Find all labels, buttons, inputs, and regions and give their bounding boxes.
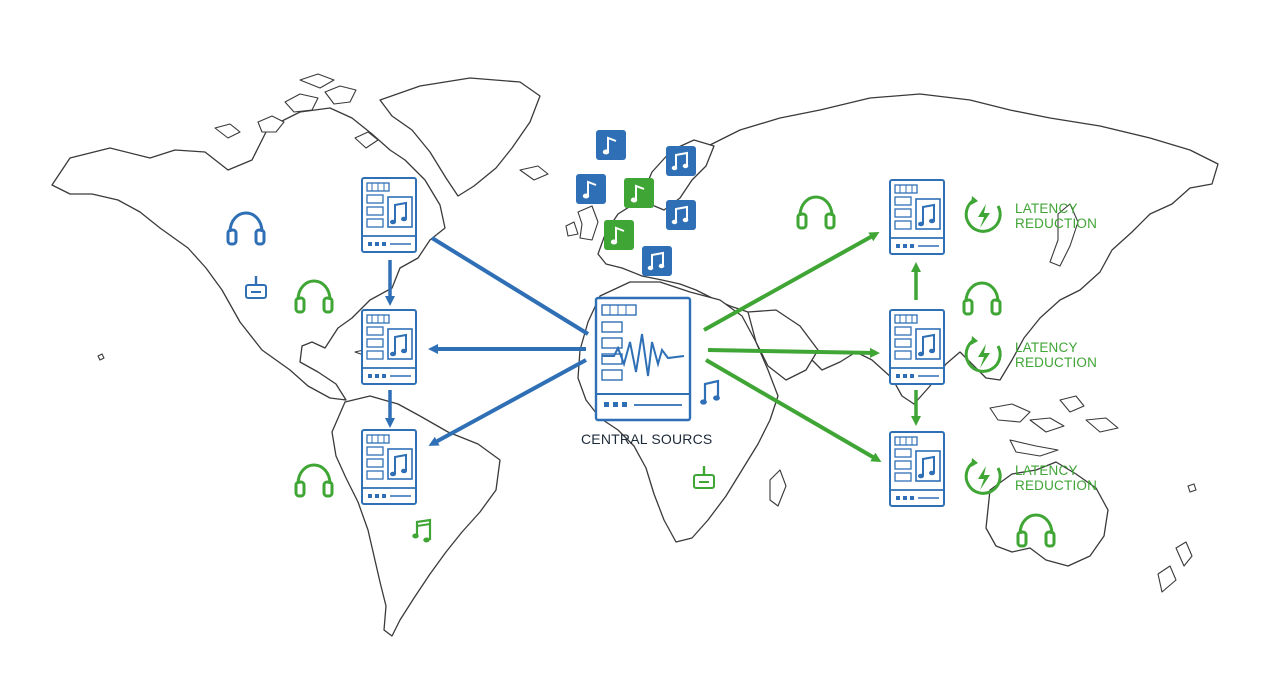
music-note-icon	[665, 199, 697, 231]
latency-line1: LATENCY	[1015, 340, 1078, 355]
latency-line2: REDUCTION	[1015, 216, 1098, 231]
server-na-north	[361, 177, 417, 253]
server-south-america	[361, 429, 417, 505]
greenland-outline	[379, 77, 541, 197]
server-asia-south	[889, 431, 945, 507]
latency-line2: REDUCTION	[1015, 355, 1098, 370]
green-connections	[703, 232, 921, 463]
music-note-icon	[595, 129, 627, 161]
latency-line1: LATENCY	[1015, 463, 1078, 478]
server-asia-north	[889, 179, 945, 255]
music-note-icon	[412, 518, 432, 543]
arrow-central-to-asia-south	[704, 358, 882, 463]
music-note-icon	[700, 379, 720, 405]
headphones-icon	[294, 463, 334, 498]
lightning-icon	[964, 456, 1002, 495]
latency-label-south: LATENCY REDUCTION	[1015, 463, 1097, 493]
music-note-icon	[641, 245, 673, 277]
music-note-icon	[603, 219, 635, 251]
server-asia-central	[889, 309, 945, 385]
server-na-central	[361, 309, 417, 385]
arrow-central-to-south-america	[428, 358, 587, 446]
blue-connections	[385, 236, 590, 446]
latency-line2: REDUCTION	[1015, 478, 1098, 493]
north-america-outline	[51, 107, 446, 401]
music-note-icon	[665, 145, 697, 177]
latency-label-central: LATENCY REDUCTION	[1015, 340, 1097, 370]
arrow-central-to-na-north	[430, 236, 590, 336]
arrow-central-to-asia-north	[703, 232, 880, 332]
central-source-label: CENTRAL SOURCS	[581, 431, 713, 447]
music-note-icon	[623, 177, 655, 209]
latency-label-north: LATENCY REDUCTION	[1015, 201, 1097, 231]
music-note-icon	[575, 173, 607, 205]
latency-line1: LATENCY	[1015, 201, 1078, 216]
arrow-central-to-asia-central	[707, 347, 880, 358]
central-source-server	[594, 296, 692, 422]
